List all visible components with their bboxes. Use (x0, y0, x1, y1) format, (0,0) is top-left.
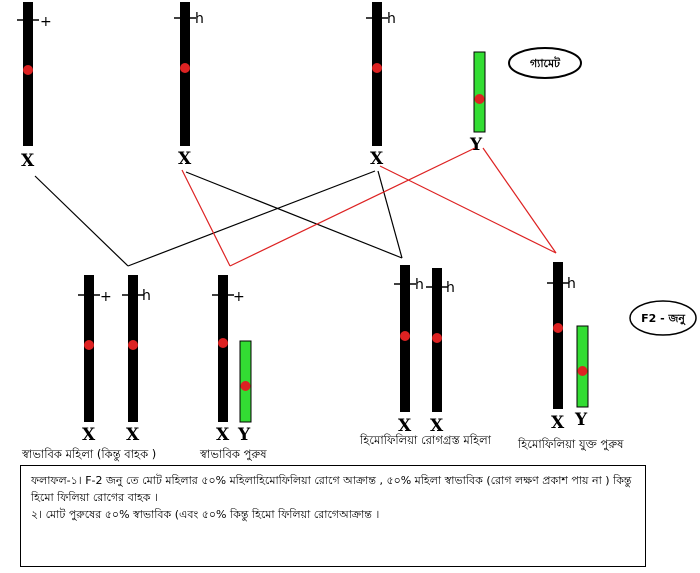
chromosome-letter-y: Y (237, 425, 251, 445)
offspring-caption: হিমোফিলিয়া যুক্ত পুরুষ (517, 437, 624, 452)
gamete-x-normal: + X (17, 2, 52, 171)
gene-label-hemophilia: h (415, 277, 424, 293)
chromosome-letter-y: Y (574, 410, 588, 430)
gene-label-hemophilia: h (195, 11, 204, 27)
chromosome-letter-x: X (21, 151, 35, 171)
offspring-normal-male: + X Y স্বাভাবিক পুরুষ (199, 275, 267, 462)
cross-line-red (181, 169, 231, 267)
x-chromosome (372, 2, 382, 146)
chromosome-letter-x: X (216, 425, 230, 445)
offspring-caption: হিমোফিলিয়া রোগগ্রস্ত মহিলা (359, 433, 492, 447)
offspring-caption: স্বাভাবিক মহিলা (কিন্তু বাহক ) (21, 447, 156, 462)
centromere (577, 366, 588, 376)
x-chromosome (553, 262, 563, 409)
gene-label-hemophilia: h (446, 280, 455, 296)
gene-label-normal: + (233, 289, 245, 305)
chromosome-letter-x: X (370, 149, 384, 169)
centromere (400, 331, 410, 341)
centromere (372, 63, 382, 73)
cross-line-black (377, 170, 403, 259)
chromosome-letter-x: X (551, 413, 565, 433)
gamete-label: গ্যামেট (530, 56, 561, 70)
cross-line-black (127, 170, 376, 267)
gene-label-hemophilia: h (567, 276, 576, 292)
result-box: ফলাফল-১। F-2 জনু তে মোট মহিলার ৫০% মহিলা… (20, 465, 646, 567)
gamete-label-oval: গ্যামেট (508, 47, 582, 79)
y-chromosome (473, 51, 486, 133)
result-line-2: ২। মোট পুরুষের ৫০% স্বাভাবিক (এবং ৫০% কি… (31, 508, 380, 521)
centromere (432, 333, 442, 343)
cross-line-red (379, 165, 557, 254)
centromere (84, 340, 94, 350)
centromere (218, 338, 228, 348)
oval (508, 47, 582, 79)
gene-label-hemophilia: h (387, 11, 396, 27)
chromosome-letter-x: X (178, 149, 192, 169)
chromosome-letter-x: X (398, 416, 412, 436)
gamete-y: Y (469, 51, 486, 155)
chromosome-letter-x: X (430, 416, 444, 436)
centromere (474, 94, 485, 104)
chromosome-letter-y: Y (469, 135, 483, 155)
centromere (240, 381, 251, 391)
oval (629, 300, 697, 336)
offspring-hemophilic-male: h X Y হিমোফিলিয়া যুক্ত পুরুষ (517, 262, 624, 452)
gene-label-normal: + (40, 14, 52, 30)
centromere (553, 323, 563, 333)
chromosome-letter-x: X (82, 425, 96, 445)
gene-label-hemophilia: h (142, 288, 151, 304)
cross-line-black (185, 171, 403, 259)
result-line-1: ফলাফল-১। F-2 জনু তে মোট মহিলার ৫০% মহিলা… (31, 474, 632, 504)
f2-label-oval: F2 - জনু (629, 300, 697, 336)
f2-label: F2 - জনু (641, 312, 686, 326)
centromere (180, 63, 190, 73)
cross-line-red (229, 147, 476, 267)
cross-lines (34, 147, 557, 267)
cross-line-black (34, 175, 129, 267)
offspring-hemophilic-female: h X h X হিমোফিলিয়া রোগগ্রস্ত মহিলা (359, 265, 492, 447)
gamete-x-hemophilia: h X (174, 2, 204, 169)
x-chromosome (218, 275, 228, 422)
centromere (23, 65, 33, 75)
centromere (128, 340, 138, 350)
gamete-x-hemophilia: h X (366, 2, 396, 169)
x-chromosome (180, 2, 190, 146)
cross-line-red (482, 147, 557, 254)
offspring-caption: স্বাভাবিক পুরুষ (199, 447, 267, 462)
gene-label-normal: + (100, 289, 112, 305)
chromosome-letter-x: X (126, 425, 140, 445)
offspring-normal-female-carrier: + X h X স্বাভাবিক মহিলা (কিন্তু বাহক ) (21, 275, 156, 462)
